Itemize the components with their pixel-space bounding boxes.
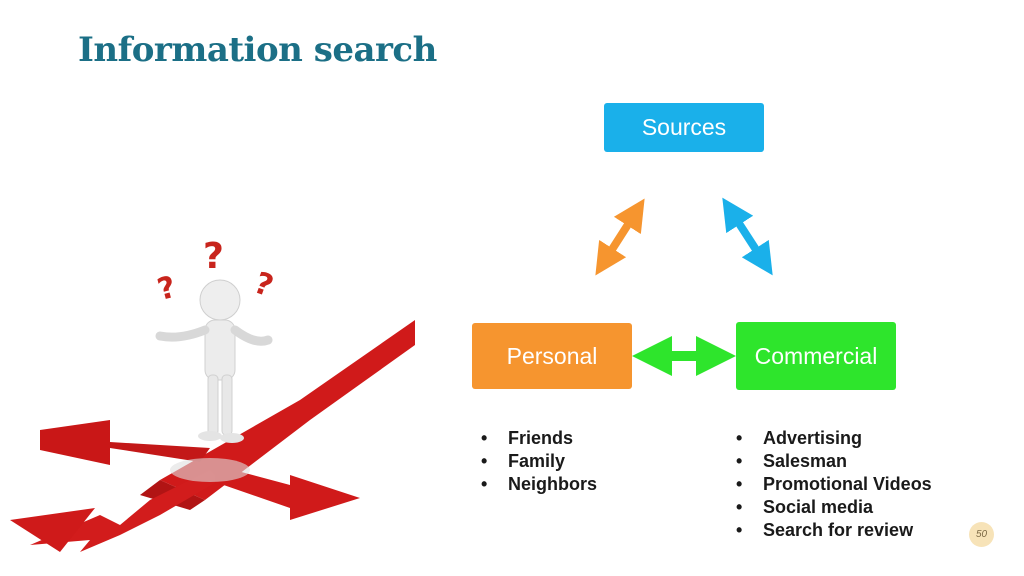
list-item: Family [479, 450, 597, 473]
red-road-arrows-icon [10, 320, 415, 552]
crossroads-illustration: ? ? ? [10, 236, 415, 552]
commercial-sources-list: Advertising Salesman Promotional Videos … [734, 427, 932, 542]
list-item: Friends [479, 427, 597, 450]
list-item: Salesman [734, 450, 932, 473]
list-item: Search for review [734, 519, 932, 542]
personal-box: Personal [472, 323, 632, 389]
list-item: Promotional Videos [734, 473, 932, 496]
page-number: 50 [969, 522, 994, 547]
commercial-box: Commercial [736, 322, 896, 390]
sources-personal-arrow [595, 198, 645, 276]
list-item: Social media [734, 496, 932, 519]
sources-commercial-arrow [722, 197, 773, 276]
list-item: Neighbors [479, 473, 597, 496]
sources-box: Sources [604, 103, 764, 152]
slide-title: Information search [78, 30, 437, 70]
personal-sources-list: Friends Family Neighbors [479, 427, 597, 496]
svg-text:?: ? [203, 236, 224, 277]
list-item: Advertising [734, 427, 932, 450]
confused-figure-icon [155, 279, 273, 443]
